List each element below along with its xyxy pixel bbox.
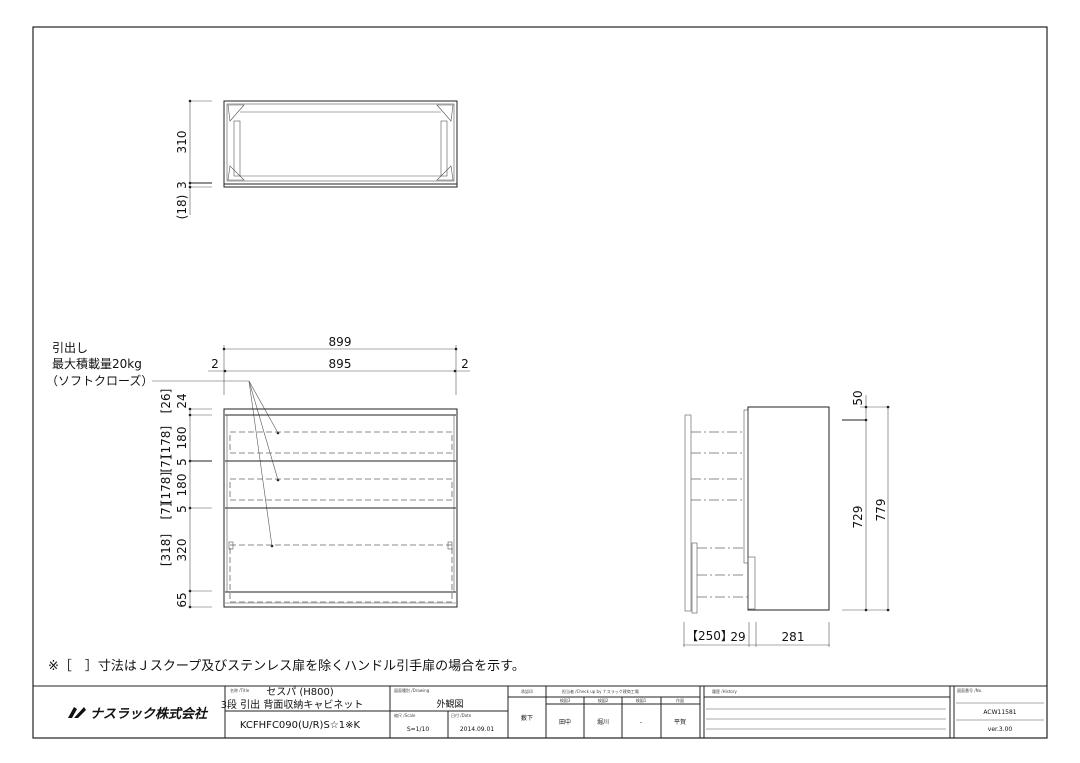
dim-729: 729 — [851, 506, 865, 529]
dim-3: 3 — [175, 181, 189, 189]
approval-label: 承認印 — [521, 688, 533, 694]
callout-line-3: （ソフトクローズ） — [46, 373, 153, 388]
dim-plinth: 65 — [175, 592, 189, 607]
scale-label: 縮尺 /Scale — [394, 712, 416, 718]
check-value: 田中 — [559, 718, 571, 726]
model-number: KCFHFC090(U/R)S☆1※K — [240, 720, 361, 731]
dim-left-gap: 2 — [211, 357, 219, 371]
version: ver.3.00 — [988, 726, 1013, 733]
check-value: - — [640, 719, 642, 726]
dim-drawer2-alt: [178] — [159, 472, 173, 504]
check-label: 担当者 /Check up by ナスラック建商工場 — [562, 688, 639, 694]
dim-50: 50 — [851, 390, 865, 405]
company-logo: ナスラック株式会社 — [68, 706, 209, 722]
title-line-2: 3段 引出 背面収納キャビネット — [221, 698, 364, 711]
dim-drawer3-alt: [318] — [159, 534, 173, 566]
callout-line-1: 引出し — [52, 341, 88, 355]
drawing-no-label: 図面番号 /No. — [957, 687, 982, 693]
dim-depth: 310 — [175, 131, 189, 154]
title-line-1: セスパ (H800) — [266, 686, 334, 698]
drawing-type: 外観図 — [436, 698, 463, 710]
drawing-number: ACW11581 — [983, 709, 1016, 716]
dim-gap2-alt: [7] — [159, 503, 173, 520]
dim-drawer1: 180 — [175, 427, 189, 450]
dim-right-gap: 2 — [461, 357, 469, 371]
dim-29: 29 — [730, 630, 745, 644]
approval-value: 薮下 — [521, 714, 533, 722]
dim-gap1-alt: [7] — [159, 456, 173, 473]
dim-gap1: 5 — [175, 458, 189, 466]
dim-drawer3: 320 — [175, 539, 189, 562]
check-col: 作図 — [676, 697, 684, 703]
history-label: 履歴 /History — [712, 688, 737, 694]
front-view: 引出し 最大積載量20kg （ソフトクローズ） 899 895 2 2 — [46, 335, 470, 609]
dim-overall-width: 899 — [329, 335, 352, 349]
date-value: 2014.09.01 — [460, 726, 495, 733]
dimension-note: ※［ ］寸法はＪスクープ及びステンレス扉を除くハンドル引手扉の場合を示す。 — [48, 658, 525, 674]
title-block: ナスラック株式会社 名称 /Title セスパ (H800) 3段 引出 背面収… — [32, 685, 1048, 739]
dim-281: 281 — [782, 630, 805, 644]
date-label: 日付 /Date — [451, 712, 472, 718]
dim-top-alt: [26] — [159, 389, 173, 414]
dim-top: 24 — [175, 393, 189, 408]
callout-line-2: 最大積載量20kg — [52, 356, 142, 371]
logo-mark-icon — [68, 707, 86, 718]
dim-779: 779 — [874, 499, 888, 522]
dim-18: (18) — [175, 195, 189, 220]
check-col: 検図2 — [598, 697, 609, 703]
scale-value: S=1/10 — [407, 726, 429, 733]
top-view: 310 3 (18) — [175, 99, 458, 220]
check-col: 検図1 — [636, 697, 647, 703]
check-col: 検図3 — [560, 697, 571, 703]
dim-inner-width: 895 — [329, 357, 352, 371]
dim-250: 【250】 — [686, 629, 733, 643]
dim-gap2: 5 — [175, 505, 189, 513]
check-value: 堀川 — [597, 718, 609, 726]
dim-drawer2: 180 — [175, 474, 189, 497]
title-label: 名称 /Title — [230, 687, 250, 693]
company-name: ナスラック株式会社 — [90, 706, 209, 722]
drawing-label: 図面種別 /Drawing — [394, 687, 430, 693]
check-value: 平賀 — [674, 718, 686, 726]
dim-drawer1-alt: [178] — [159, 426, 173, 458]
side-view: 50 729 779 【250】 29 281 — [683, 390, 890, 647]
